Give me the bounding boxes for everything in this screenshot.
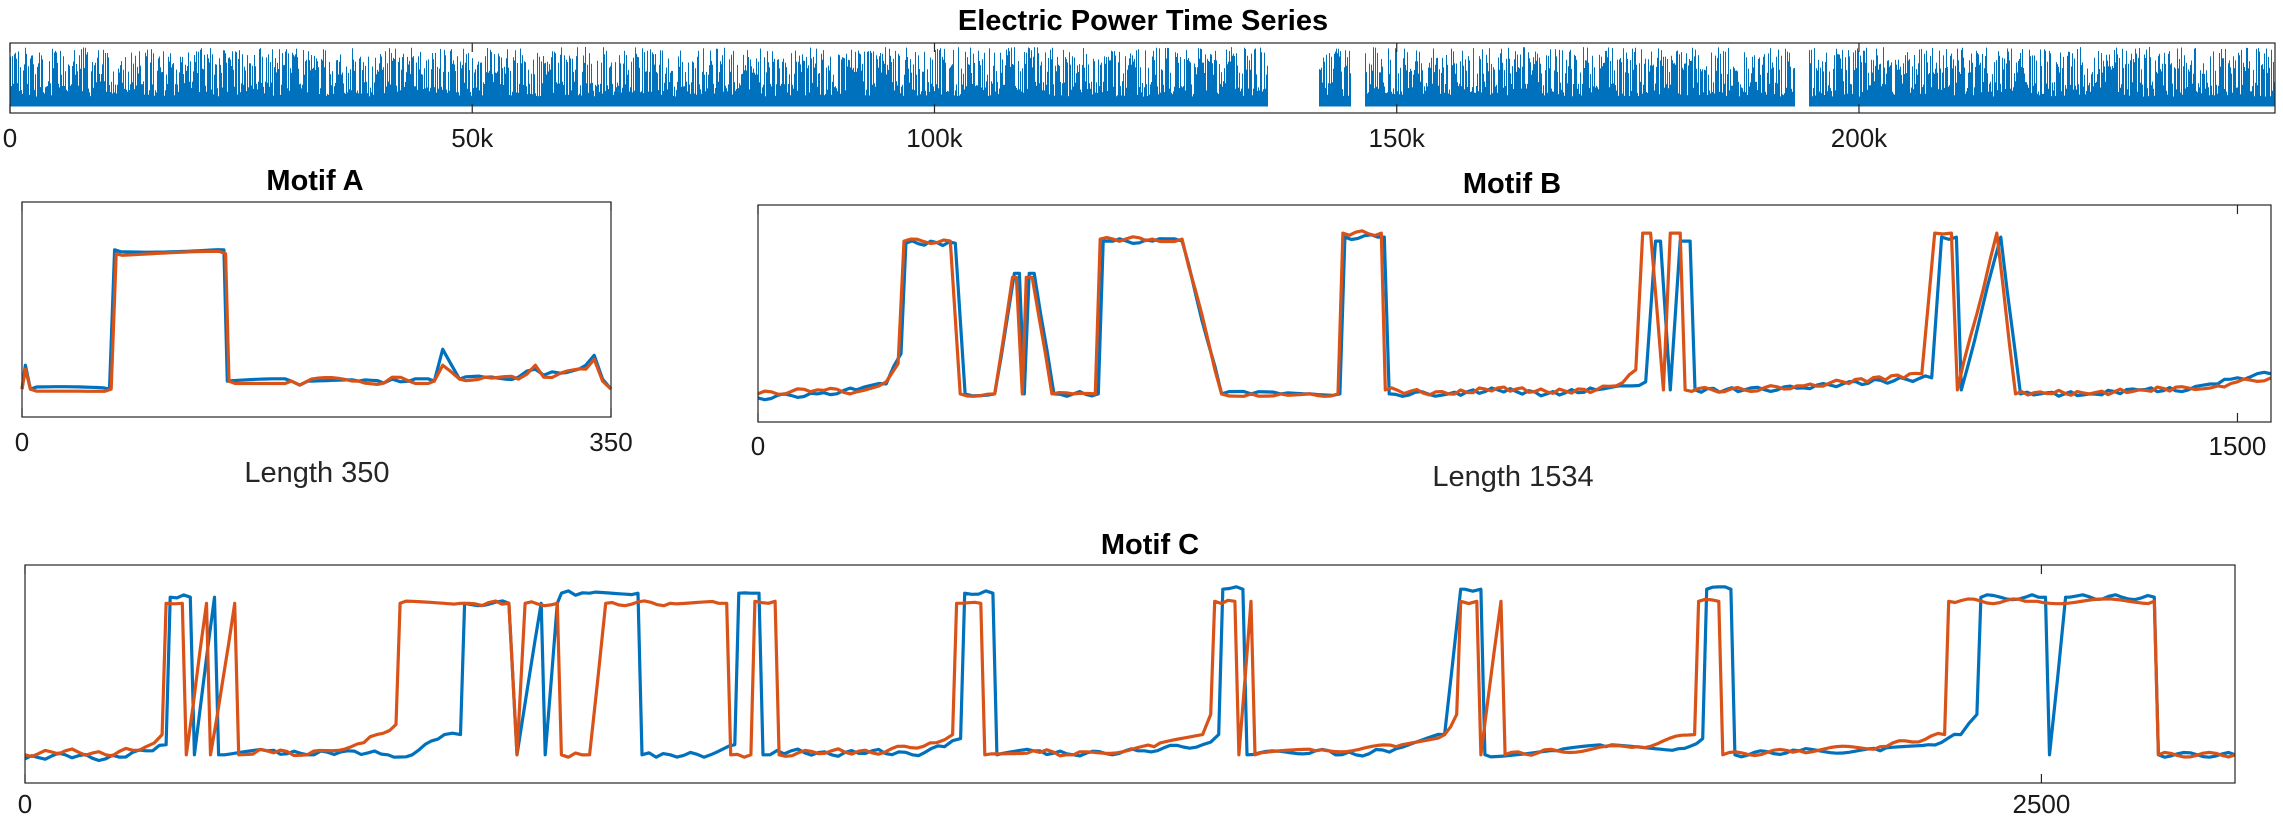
xtick-label-B-1: 1500: [2209, 431, 2267, 461]
series-B-orange: [757, 229, 2272, 398]
axes-frame-motif-a: [21, 201, 612, 418]
xticks-electric-power: 0 50k 100k 150k 200k: [3, 43, 1888, 153]
title-motif-b: Motif B: [1463, 168, 1561, 200]
axes-frame-motif-b: [757, 204, 2272, 423]
series-C-orange: [24, 597, 2236, 759]
xtick-label-ts-0: 0: [3, 123, 17, 153]
xlabel-motif-a: Length 350: [244, 457, 389, 489]
panel-motif-c: Motif C 0 2500: [18, 529, 2236, 819]
xtick-label-ts-3: 150k: [1369, 123, 1426, 153]
series-electric-power: [10, 47, 2275, 107]
series-A-orange: [20, 249, 613, 393]
series-A-blue: [20, 248, 613, 391]
xtick-label-ts-4: 200k: [1831, 123, 1888, 153]
panel-electric-power: Electric Power Time Series 0 50k 100k 150k 2…: [3, 5, 2276, 153]
title-motif-c: Motif C: [1101, 529, 1199, 561]
panel-motif-b: Motif B 0 1500 Length 1534: [751, 168, 2272, 493]
xtick-label-B-0: 0: [751, 431, 765, 461]
axes-frame-motif-c: [24, 564, 2236, 784]
plot-area-motif-c: [24, 585, 2236, 763]
panel-motif-a: Motif A 0 350 Length 350: [15, 165, 633, 489]
title-electric-power: Electric Power Time Series: [958, 5, 1328, 37]
series-B-blue: [757, 233, 2272, 402]
xtick-label-A-1: 350: [589, 427, 632, 457]
xticks-motif-c: 0 2500: [18, 565, 2071, 819]
series-C-blue: [24, 585, 2236, 763]
xtick-label-ts-2: 100k: [906, 123, 963, 153]
xticks-motif-a: 0 350: [15, 202, 633, 457]
plot-area-electric-power: [10, 47, 2275, 107]
xtick-label-ts-1: 50k: [451, 123, 494, 153]
xticks-motif-b: 0 1500: [751, 205, 2267, 461]
plot-area-motif-a: [20, 248, 613, 393]
xtick-label-C-1: 2500: [2013, 789, 2071, 819]
plot-area-motif-b: [757, 229, 2272, 402]
title-motif-a: Motif A: [266, 165, 363, 197]
xtick-label-A-0: 0: [15, 427, 29, 457]
xtick-label-C-0: 0: [18, 789, 32, 819]
axes-frame-electric-power: [9, 42, 2276, 114]
xlabel-motif-b: Length 1534: [1432, 461, 1593, 493]
